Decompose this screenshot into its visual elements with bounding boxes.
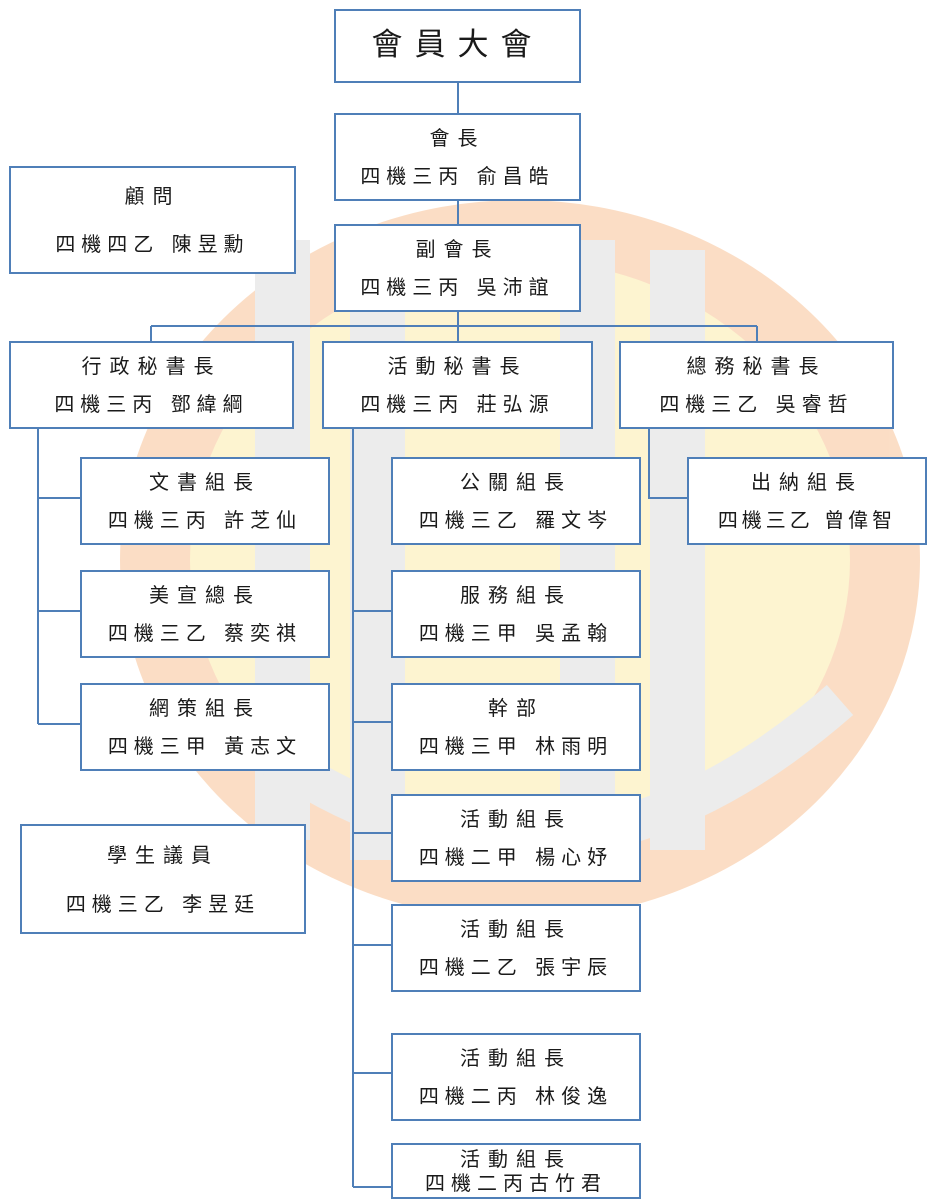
activity-leader-3-box: 活動組長 四機二丙 林俊逸 (391, 1033, 641, 1121)
general-assembly-title: 會員大會 (371, 27, 544, 64)
web-leader-name: 四機三甲 黃志文 (107, 734, 303, 758)
activity-leader-1-title: 活動組長 (460, 807, 572, 831)
documents-leader-title: 文書組長 (149, 470, 261, 494)
advisor-box: 顧問 四機四乙 陳昱勳 (9, 166, 296, 274)
activity-leader-3-name: 四機二丙 林俊逸 (418, 1084, 614, 1108)
cashier-leader-box: 出納組長 四機三乙 曾偉智 (687, 457, 927, 545)
activity-leader-3-title: 活動組長 (460, 1046, 572, 1070)
general-secretary-title: 總務秘書長 (686, 354, 827, 378)
activity-secretary-box: 活動秘書長 四機三丙 莊弘源 (322, 341, 593, 429)
web-leader-box: 網策組長 四機三甲 黃志文 (80, 683, 330, 771)
admin-secretary-title: 行政秘書長 (81, 354, 222, 378)
vice-president-name: 四機三丙 吳沛誼 (360, 275, 555, 299)
student-councilor-box: 學生議員 四機三乙 李昱廷 (20, 824, 306, 934)
activity-leader-4-title: 活動組長 (460, 1147, 572, 1171)
art-leader-name: 四機三乙 蔡奕祺 (107, 621, 303, 645)
cashier-leader-name: 四機三乙 曾偉智 (717, 508, 897, 532)
art-leader-box: 美宣總長 四機三乙 蔡奕祺 (80, 570, 330, 658)
general-secretary-box: 總務秘書長 四機三乙 吳睿哲 (619, 341, 894, 429)
activity-leader-1-name: 四機二甲 楊心妤 (418, 845, 614, 869)
connector-general-cashier (648, 428, 687, 499)
service-leader-box: 服務組長 四機三甲 吳孟翰 (391, 570, 641, 658)
activity-leader-4-name: 四機二丙古竹君 (425, 1171, 607, 1195)
student-councilor-name: 四機三乙 李昱廷 (65, 891, 261, 916)
advisor-title: 顧問 (124, 184, 181, 208)
student-councilor-title: 學生議員 (107, 842, 219, 867)
pr-leader-box: 公關組長 四機三乙 羅文岑 (391, 457, 641, 545)
documents-leader-name: 四機三丙 許芝仙 (107, 508, 303, 532)
admin-secretary-box: 行政秘書長 四機三丙 鄧緯綱 (9, 341, 294, 429)
cadre-box: 幹部 四機三甲 林雨明 (391, 683, 641, 771)
pr-leader-name: 四機三乙 羅文岑 (418, 508, 614, 532)
general-assembly-box: 會員大會 (334, 9, 581, 83)
activity-leader-2-box: 活動組長 四機二乙 張宇辰 (391, 904, 641, 992)
activity-leader-4-box: 活動組長 四機二丙古竹君 (391, 1143, 641, 1199)
art-leader-title: 美宣總長 (149, 583, 261, 607)
activity-leader-1-box: 活動組長 四機二甲 楊心妤 (391, 794, 641, 882)
vice-president-title: 副會長 (415, 237, 500, 261)
activity-secretary-name: 四機三丙 莊弘源 (360, 392, 555, 416)
cadre-title: 幹部 (488, 696, 544, 720)
president-box: 會長 四機三丙 俞昌皓 (334, 113, 581, 201)
vice-president-box: 副會長 四機三丙 吳沛誼 (334, 224, 581, 312)
activity-leader-2-title: 活動組長 (460, 917, 572, 941)
president-name: 四機三丙 俞昌皓 (360, 164, 555, 188)
service-leader-title: 服務組長 (460, 583, 572, 607)
general-secretary-name: 四機三乙 吳睿哲 (659, 392, 854, 416)
activity-leader-2-name: 四機二乙 張宇辰 (418, 955, 614, 979)
cadre-name: 四機三甲 林雨明 (418, 734, 614, 758)
president-title: 會長 (429, 126, 486, 150)
documents-leader-box: 文書組長 四機三丙 許芝仙 (80, 457, 330, 545)
web-leader-title: 網策組長 (149, 696, 261, 720)
admin-secretary-name: 四機三丙 鄧緯綱 (54, 392, 249, 416)
cashier-leader-title: 出納組長 (751, 470, 863, 494)
activity-secretary-title: 活動秘書長 (387, 354, 528, 378)
pr-leader-title: 公關組長 (460, 470, 572, 494)
advisor-name: 四機四乙 陳昱勳 (55, 232, 250, 256)
service-leader-name: 四機三甲 吳孟翰 (418, 621, 614, 645)
